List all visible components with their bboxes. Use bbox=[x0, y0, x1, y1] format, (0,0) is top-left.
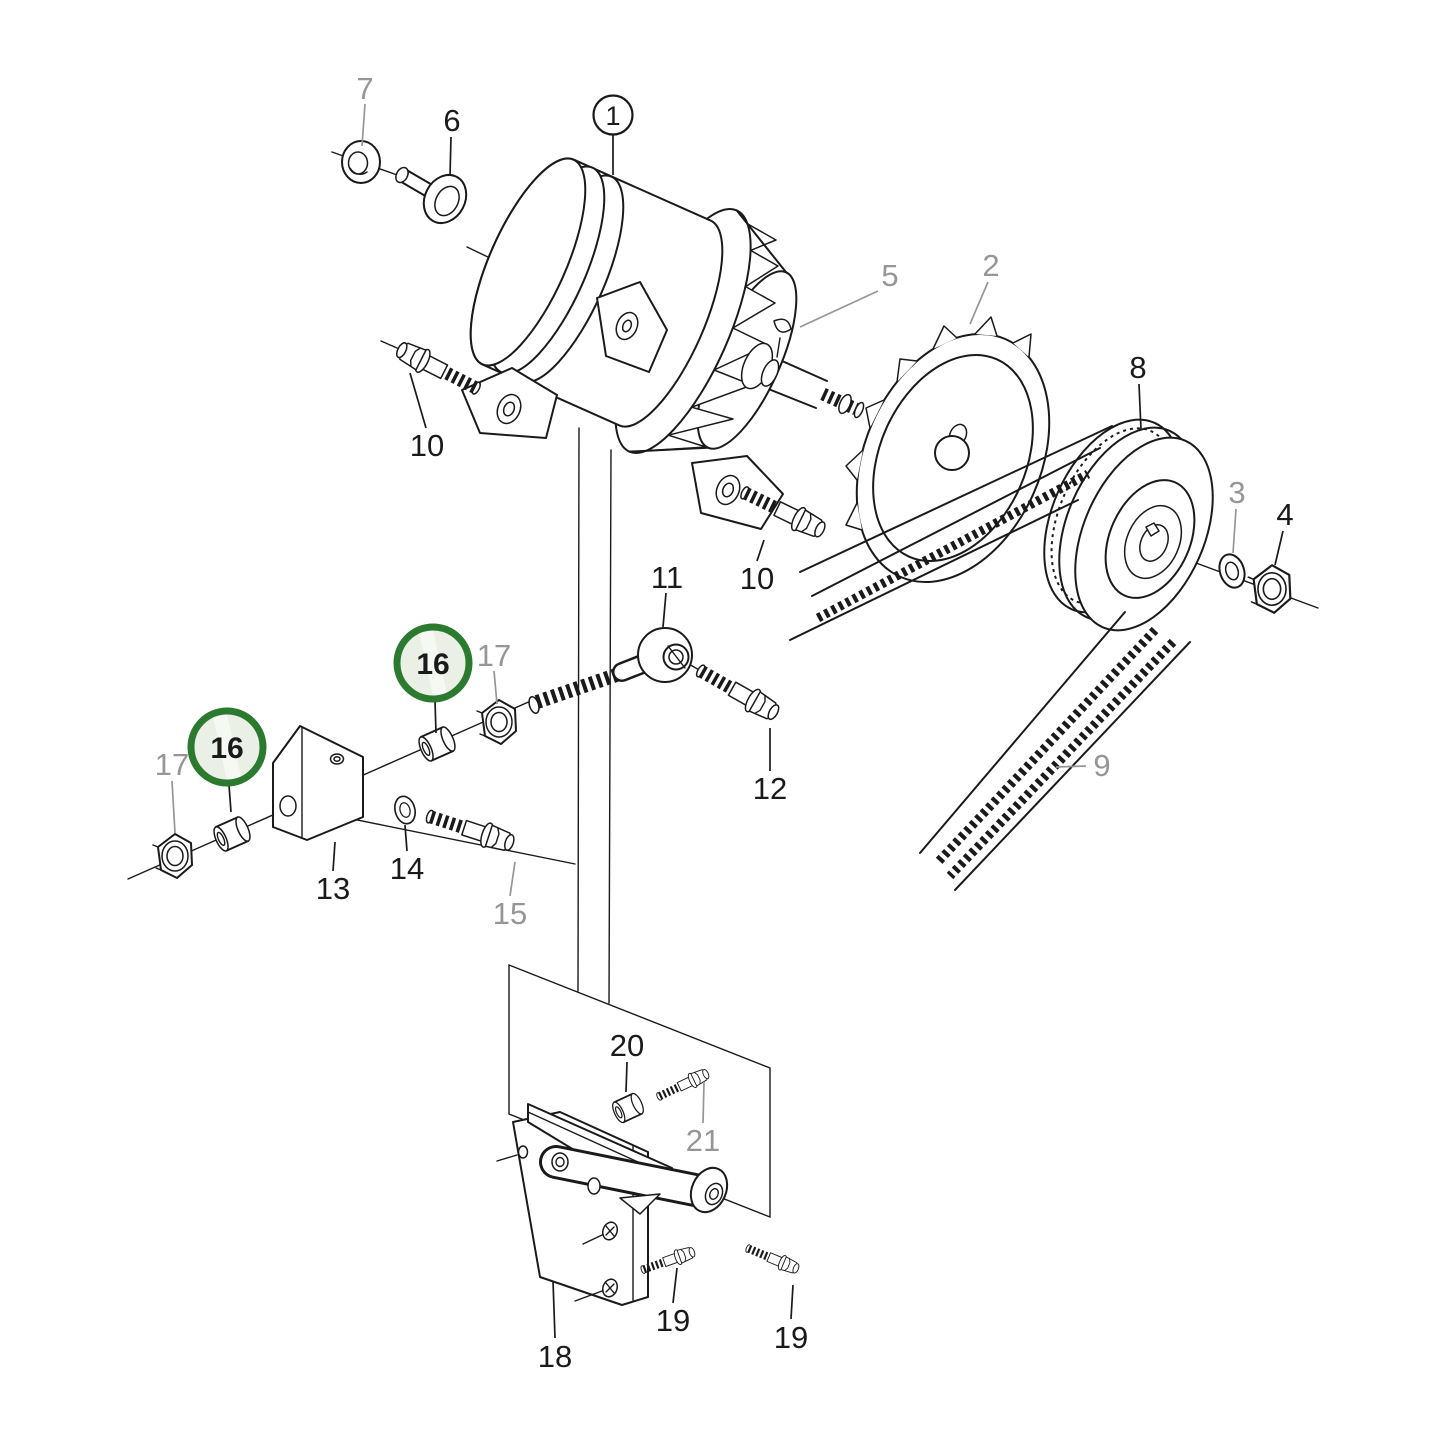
part-bolt-19-right bbox=[743, 1241, 801, 1277]
callout-13: 13 bbox=[316, 871, 350, 906]
callout-1-circle: 1 bbox=[592, 94, 634, 136]
part-eye-bolt-6 bbox=[395, 166, 468, 224]
fan-hub-bore bbox=[934, 435, 970, 471]
highlight-circle-16-right: 16 bbox=[393, 623, 473, 703]
callout-12: 12 bbox=[753, 771, 787, 806]
callout-16-left: 16 bbox=[210, 732, 243, 765]
pulley-keyway bbox=[1145, 522, 1160, 537]
part-spacer-16-right bbox=[415, 724, 459, 764]
callout-6: 6 bbox=[443, 103, 460, 138]
part-nut-17-left bbox=[152, 833, 193, 879]
part-belt bbox=[789, 425, 1191, 891]
part-lock-washer-14 bbox=[391, 793, 419, 827]
part-spacer-20 bbox=[609, 1091, 647, 1125]
callout-7: 7 bbox=[356, 71, 373, 106]
projection-line-left bbox=[577, 427, 580, 992]
callout-2: 2 bbox=[982, 248, 999, 283]
part-rod-end-11 bbox=[528, 627, 693, 714]
part-fan-disc bbox=[845, 316, 1051, 584]
callout-19b: 19 bbox=[774, 1320, 808, 1355]
highlight-circle-16-left: 16 bbox=[187, 707, 267, 787]
part-bolt-12 bbox=[692, 659, 783, 725]
key-slot bbox=[773, 318, 792, 333]
callout-5: 5 bbox=[881, 258, 898, 293]
callout-14: 14 bbox=[390, 851, 424, 886]
projection-line-right bbox=[608, 449, 612, 1004]
reference-box bbox=[508, 963, 771, 1219]
part-nut-17-right bbox=[476, 699, 517, 745]
part-washer-3 bbox=[1214, 550, 1250, 592]
part-nut-7 bbox=[341, 140, 381, 184]
callout-11: 11 bbox=[651, 560, 683, 595]
callout-17a: 17 bbox=[477, 638, 511, 673]
axis-bolt10-left bbox=[380, 340, 398, 349]
callout-15: 15 bbox=[493, 896, 527, 931]
callout-4: 4 bbox=[1276, 497, 1293, 532]
callout-9: 9 bbox=[1093, 748, 1110, 783]
part-nut-4 bbox=[1247, 564, 1292, 614]
callout-18: 18 bbox=[538, 1339, 572, 1374]
callout-8: 8 bbox=[1129, 350, 1146, 385]
part-alternator bbox=[461, 157, 865, 530]
callouts: 7 6 1 5 2 8 3 4 10 10 11 12 9 17 17 13 1… bbox=[155, 71, 1294, 1374]
callout-21: 21 bbox=[686, 1123, 720, 1158]
leader-lines bbox=[171, 103, 1284, 1339]
part-bracket-18 bbox=[496, 1103, 729, 1306]
part-block-13 bbox=[272, 725, 364, 841]
pulley-bore bbox=[1139, 524, 1169, 562]
callout-20: 20 bbox=[610, 1028, 644, 1063]
part-pulley bbox=[1043, 418, 1214, 632]
anchor-tick-alternator bbox=[466, 246, 491, 259]
fan-tabs bbox=[845, 316, 1032, 531]
callout-19a: 19 bbox=[656, 1303, 690, 1338]
bracket-screw-holes bbox=[601, 1221, 619, 1298]
callout-17b: 17 bbox=[155, 747, 189, 782]
callout-10a: 10 bbox=[410, 428, 444, 463]
callout-10b: 10 bbox=[740, 561, 774, 596]
callout-3: 3 bbox=[1228, 475, 1245, 510]
part-bolt-15 bbox=[423, 804, 517, 856]
callout-16-right: 16 bbox=[416, 648, 449, 681]
callout-1: 1 bbox=[605, 101, 620, 131]
part-spacer-16-left bbox=[210, 814, 254, 854]
